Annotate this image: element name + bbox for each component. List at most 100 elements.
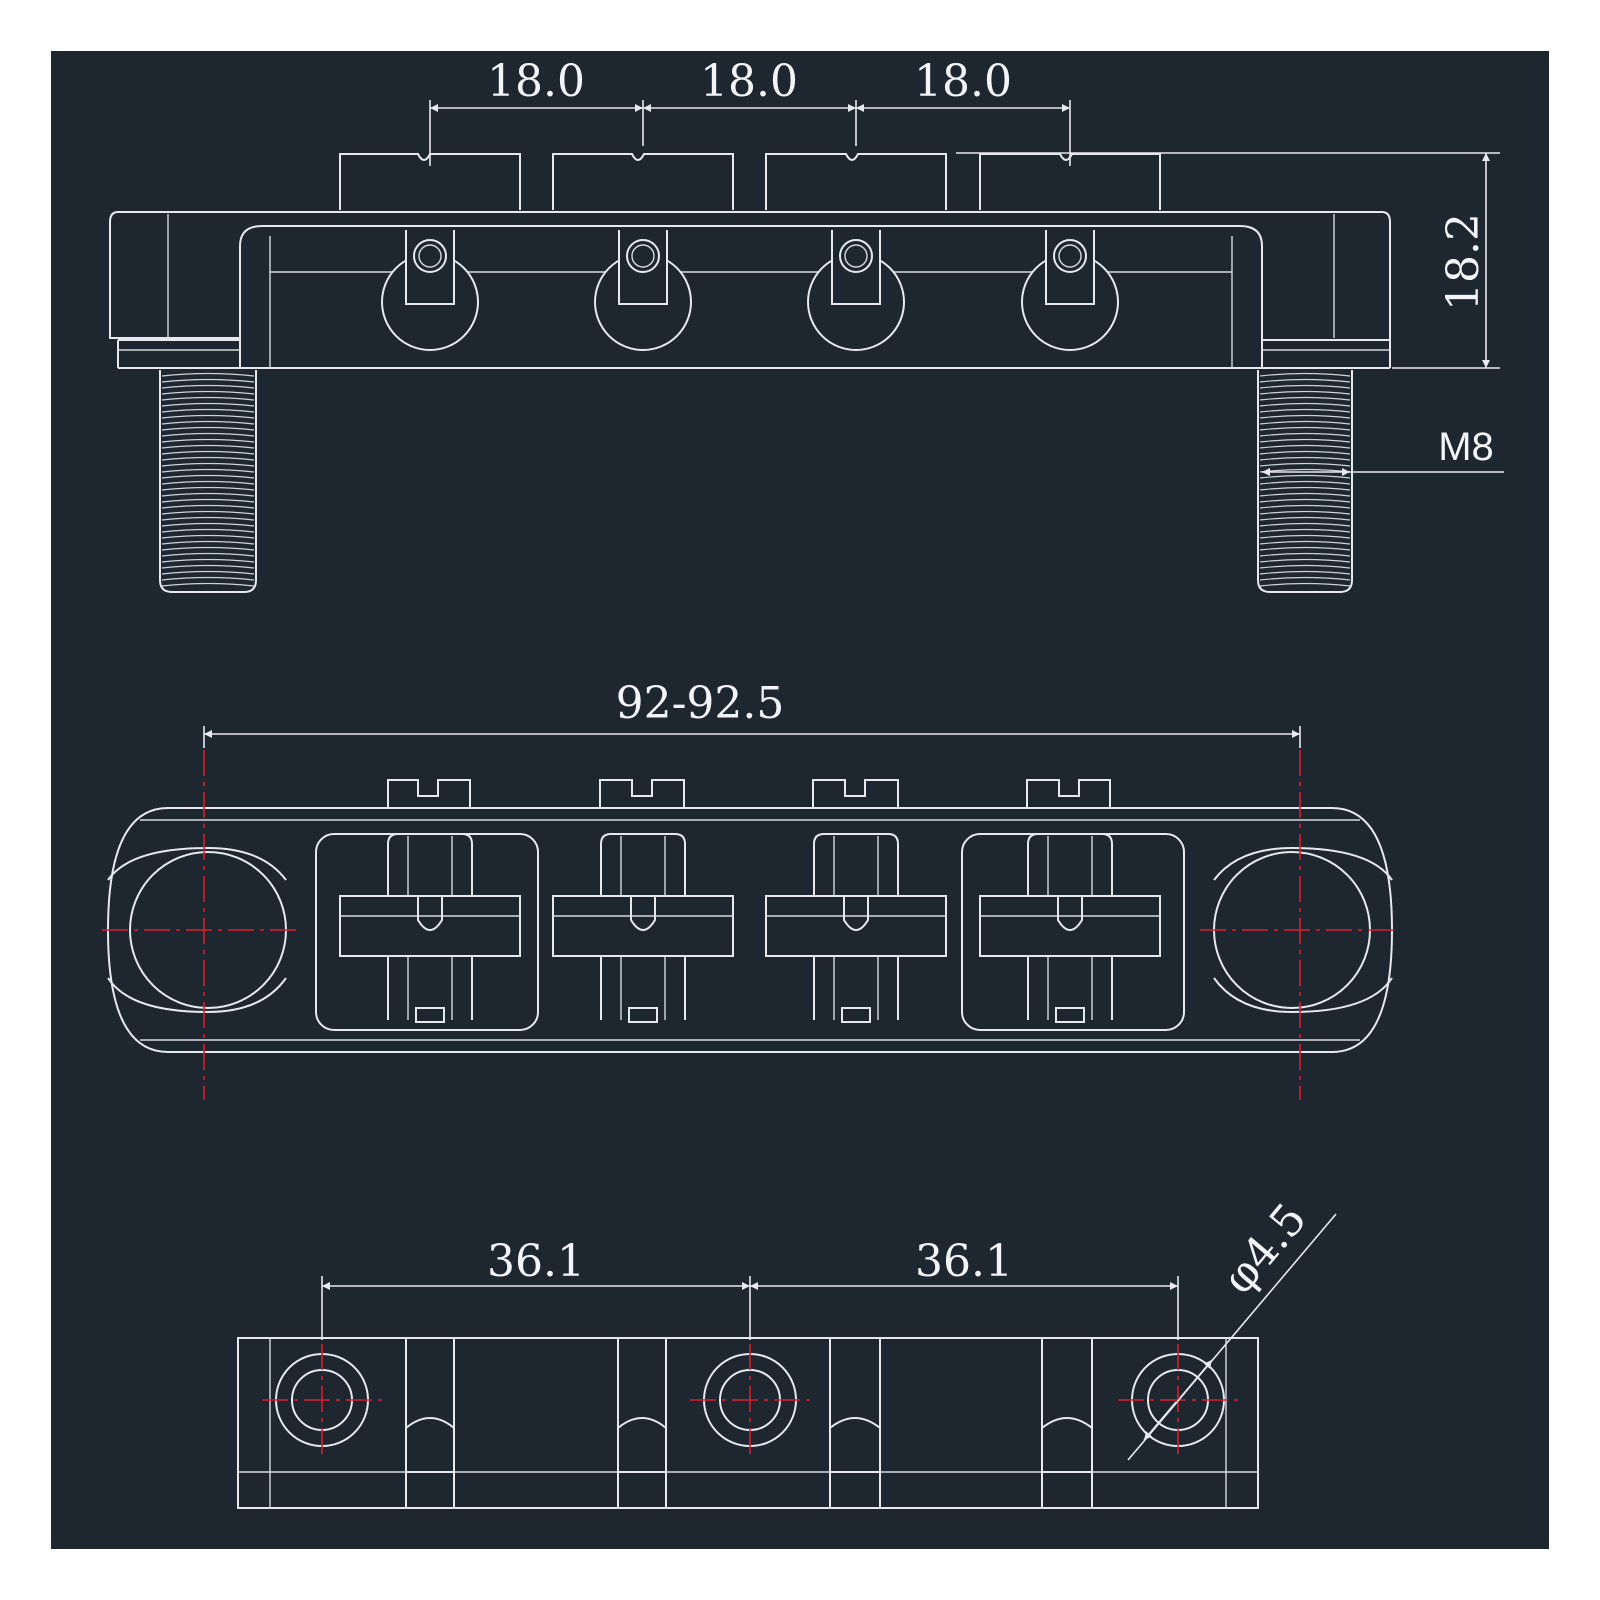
front-screw-holes [381, 230, 1119, 351]
thread-line [1259, 558, 1351, 563]
overall-length-dimension: 92-92.5 [203, 678, 1301, 748]
saddle-notch [843, 896, 869, 931]
thread-line [1259, 414, 1351, 419]
thread-line [161, 546, 255, 551]
right-threaded-stud [1257, 370, 1353, 593]
saddle-slot [1027, 833, 1113, 1020]
thread-line [161, 456, 255, 461]
thread-line [1259, 492, 1351, 497]
thread-line [1259, 546, 1351, 551]
thread-line [1259, 372, 1351, 377]
thread-line [161, 414, 255, 419]
thread-line [161, 582, 255, 587]
thread-line [1259, 486, 1351, 491]
thread-line [1259, 432, 1351, 437]
saddle-bar [552, 895, 734, 957]
thread-line [161, 564, 255, 569]
saddle-bar [339, 895, 521, 957]
thread-line [161, 396, 255, 401]
thread-line [161, 534, 255, 539]
thread-line [161, 516, 255, 521]
thread-line [1259, 408, 1351, 413]
thread-line [1259, 390, 1351, 395]
dim-label-hole-spacing-1: 36.1 [487, 1236, 585, 1287]
thread-line [161, 432, 255, 437]
thread-line [1259, 528, 1351, 533]
saddle-spacing-dimension: 18.0 18.0 18.0 [429, 56, 1071, 166]
thread-line [1259, 540, 1351, 545]
saddle-slot [387, 833, 473, 1020]
thread-line [161, 486, 255, 491]
thread-line [161, 576, 255, 581]
saddle-notch [630, 896, 656, 931]
thread-line [1259, 564, 1351, 569]
thread-line [1259, 402, 1351, 407]
saddle-notch [1057, 896, 1083, 931]
thread-line [1259, 498, 1351, 503]
thread-line [1259, 522, 1351, 527]
thread-line [161, 468, 255, 473]
thread-line [161, 408, 255, 413]
thread-line [1259, 444, 1351, 449]
thread-line [1259, 510, 1351, 515]
dim-label-hole-spacing-2: 36.1 [915, 1236, 1013, 1287]
thread-line [1259, 462, 1351, 467]
dim-label-thread: M8 [1438, 425, 1494, 469]
thread-line [161, 510, 255, 515]
thread-line [161, 426, 255, 431]
thread-line [161, 558, 255, 563]
saddle-screw-end [841, 1007, 871, 1023]
thread-line [1259, 438, 1351, 443]
saddle-screw-end [628, 1007, 658, 1023]
thread-line [1259, 516, 1351, 521]
thread-line [161, 384, 255, 389]
saddle-slot [813, 833, 899, 1020]
bottom-bridge-body [237, 1337, 1259, 1509]
thread-line [161, 498, 255, 503]
thread-line [1259, 456, 1351, 461]
saddle-bar [979, 895, 1161, 957]
thread-line [1259, 396, 1351, 401]
saddle-screw-end [1055, 1007, 1085, 1023]
thread-line [161, 378, 255, 383]
thread-line [1259, 450, 1351, 455]
thread-line [1259, 570, 1351, 575]
front-bridge-body [109, 211, 1391, 369]
dim-label-saddle-2: 18.0 [700, 56, 798, 107]
thread-line [161, 570, 255, 575]
thread-line [1259, 420, 1351, 425]
thread-line [161, 450, 255, 455]
thread-line [161, 480, 255, 485]
dim-label-saddle-1: 18.0 [487, 56, 585, 107]
top-saddle-pockets [315, 833, 1185, 1031]
drawing-background [50, 50, 1550, 1550]
thread-line [161, 462, 255, 467]
thread-line [1259, 426, 1351, 431]
thread-line [161, 390, 255, 395]
dim-label-saddle-3: 18.0 [914, 56, 1012, 107]
thread-line [161, 474, 255, 479]
thread-line [161, 420, 255, 425]
dim-label-overall-length: 92-92.5 [616, 678, 785, 729]
dim-label-height: 18.2 [1438, 213, 1489, 311]
thread-dimension: M8 [1262, 425, 1504, 476]
saddle-slot [600, 833, 686, 1020]
frame-border [49, 49, 1551, 1551]
thread-line [161, 402, 255, 407]
top-view: 92-92.5 [102, 678, 1398, 1100]
front-view: 18.0 18.0 18.0 18.2 M8 [109, 56, 1504, 593]
thread-line [161, 528, 255, 533]
hole-spacing-dimension: 36.1 36.1 [321, 1236, 1179, 1340]
thread-line [1259, 384, 1351, 389]
thread-line [161, 444, 255, 449]
thread-line [1259, 582, 1351, 587]
thread-line [1259, 480, 1351, 485]
thread-line [161, 552, 255, 557]
thread-line [1259, 504, 1351, 509]
thread-line [1259, 552, 1351, 557]
thread-line [1259, 576, 1351, 581]
saddle-screw-end [415, 1007, 445, 1023]
top-centerlines [102, 750, 1398, 1100]
thread-line [161, 372, 255, 377]
